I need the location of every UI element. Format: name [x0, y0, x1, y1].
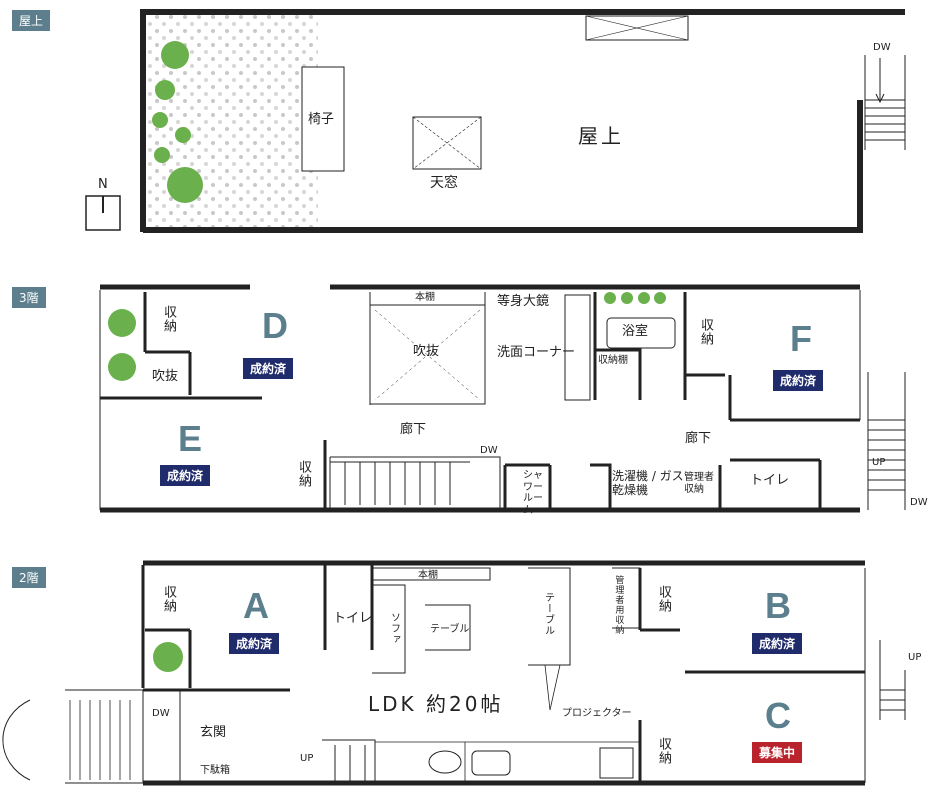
shower-label: シャワールーム [523, 470, 543, 516]
small-table-label: テーブル [430, 624, 470, 635]
room-e-letter: E [178, 418, 203, 459]
f2-storage-b-label: 収納 [655, 585, 671, 613]
f3-storage-label: 収納 [160, 305, 176, 333]
mirror-label: 等身大鏡 [497, 294, 550, 309]
f3-storage-e-label: 収納 [295, 460, 311, 488]
f2-dw-label: DW [152, 708, 170, 719]
dining-table-label: テーブル [542, 592, 554, 636]
room-b-status-badge: 成約済 [752, 633, 803, 654]
f3-up-label: UP [872, 457, 886, 468]
f3-dw2-label: DW [910, 497, 928, 508]
room-d-letter: D [262, 305, 288, 346]
room-a-status-badge: 成約済 [229, 633, 280, 654]
f2-storage-a-label: 収納 [160, 585, 176, 613]
f2-manager-storage-label: 管理者用収納 [613, 575, 624, 635]
third-floor-plan [99, 284, 906, 513]
shoe-box-label: 下駄箱 [200, 765, 230, 776]
f3-fukinuke-label: 吹抜 [413, 344, 440, 359]
north-label: N [98, 177, 108, 192]
room-f-letter: F [790, 318, 812, 359]
corridor-label-1: 廊下 [400, 422, 427, 437]
washroom-label: 洗面コーナー [497, 345, 576, 360]
floor-tag-rooftop: 屋上 [12, 10, 51, 31]
corridor-label-2: 廊下 [685, 431, 712, 446]
floor-tag-2f: 2階 [12, 567, 46, 588]
chair-label: 椅子 [308, 112, 335, 127]
manager-storage-label: 管理者収納 [684, 472, 714, 495]
floor-tag-3f: 3階 [12, 287, 46, 308]
f3-dw-label: DW [480, 445, 498, 456]
ldk-label: LDK 約20帖 [368, 692, 504, 716]
rooftop-plan [85, 9, 906, 233]
sofa-label: ソファ [388, 612, 400, 645]
f3-storage-f-label: 収納 [697, 318, 713, 346]
skylight-label: 天窓 [430, 175, 458, 191]
room-c-letter: C [765, 695, 791, 736]
f3-toilet-label: トイレ [750, 473, 790, 488]
laundry-label: 洗濯機 / ガス乾燥機 [612, 469, 684, 497]
f3-bookshelf-label: 本棚 [415, 292, 435, 303]
bath-label: 浴室 [622, 324, 649, 339]
storage-shelf-label: 収納棚 [598, 355, 628, 366]
room-a-letter: A [243, 585, 269, 626]
room-c-status-badge: 募集中 [752, 742, 803, 763]
room-b-letter: B [765, 585, 791, 626]
projector-label: プロジェクター [562, 708, 632, 719]
entrance-label: 玄関 [200, 725, 227, 740]
second-floor-plan [2, 560, 906, 786]
f2-bookshelf-label: 本棚 [418, 570, 438, 581]
room-e-status-badge: 成約済 [160, 465, 211, 486]
f2-toilet-label: トイレ [333, 611, 373, 626]
f2-up-label: UP [300, 753, 314, 764]
room-d-status-badge: 成約済 [243, 358, 294, 379]
room-f-status-badge: 成約済 [773, 370, 824, 391]
rooftop-label: 屋上 [578, 124, 624, 148]
rooftop-dw-label: DW [873, 42, 891, 53]
f2-storage-c-label: 収納 [655, 737, 671, 765]
f3-fukinuke-small: 吹抜 [152, 369, 179, 384]
f2-up2-label: UP [908, 652, 922, 663]
